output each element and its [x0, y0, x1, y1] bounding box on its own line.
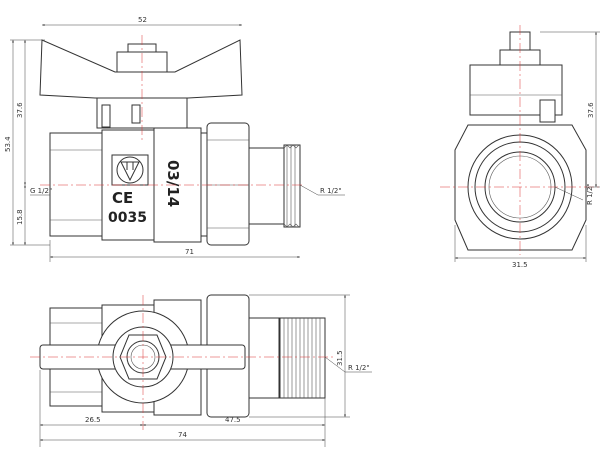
- date-code-marking: 03/14: [164, 160, 182, 207]
- union-nut: [206, 122, 250, 246]
- thread-label-r-top: R 1/2": [348, 364, 370, 372]
- dim-47-5: 47.5: [225, 416, 241, 424]
- front-view: CE 0035 03/14 52 53.4 37.6 15.8 71 G 1/2…: [4, 16, 345, 262]
- thread-label-r-side: R 1/2": [586, 183, 594, 205]
- ce-mark: CE: [112, 189, 133, 207]
- thread-label-r-front: R 1/2": [320, 187, 342, 195]
- side-view: 37.6 31.5 R 1/2": [440, 25, 600, 269]
- manufacturer-logo: [120, 161, 140, 182]
- notified-body-number: 0035: [108, 210, 147, 226]
- dim-71: 71: [185, 248, 194, 256]
- dim-31-5-side: 31.5: [512, 261, 528, 269]
- dim-31-5-top: 31.5: [336, 350, 344, 366]
- dim-52: 52: [138, 16, 147, 24]
- dim-74: 74: [178, 431, 187, 439]
- dim-53-4: 53.4: [4, 136, 12, 152]
- male-thread: [283, 144, 301, 228]
- female-end: [49, 132, 103, 237]
- top-male-thread: [279, 317, 326, 399]
- top-view: 26.5 47.5 74 31.5 R 1/2": [30, 294, 372, 447]
- dim-37-6-side: 37.6: [587, 102, 595, 118]
- dim-26-5: 26.5: [85, 416, 101, 424]
- butterfly-handle: [39, 39, 243, 99]
- thread-label-g: G 1/2": [30, 187, 52, 195]
- dim-37-6: 37.6: [16, 102, 24, 118]
- dim-15-8: 15.8: [16, 209, 24, 225]
